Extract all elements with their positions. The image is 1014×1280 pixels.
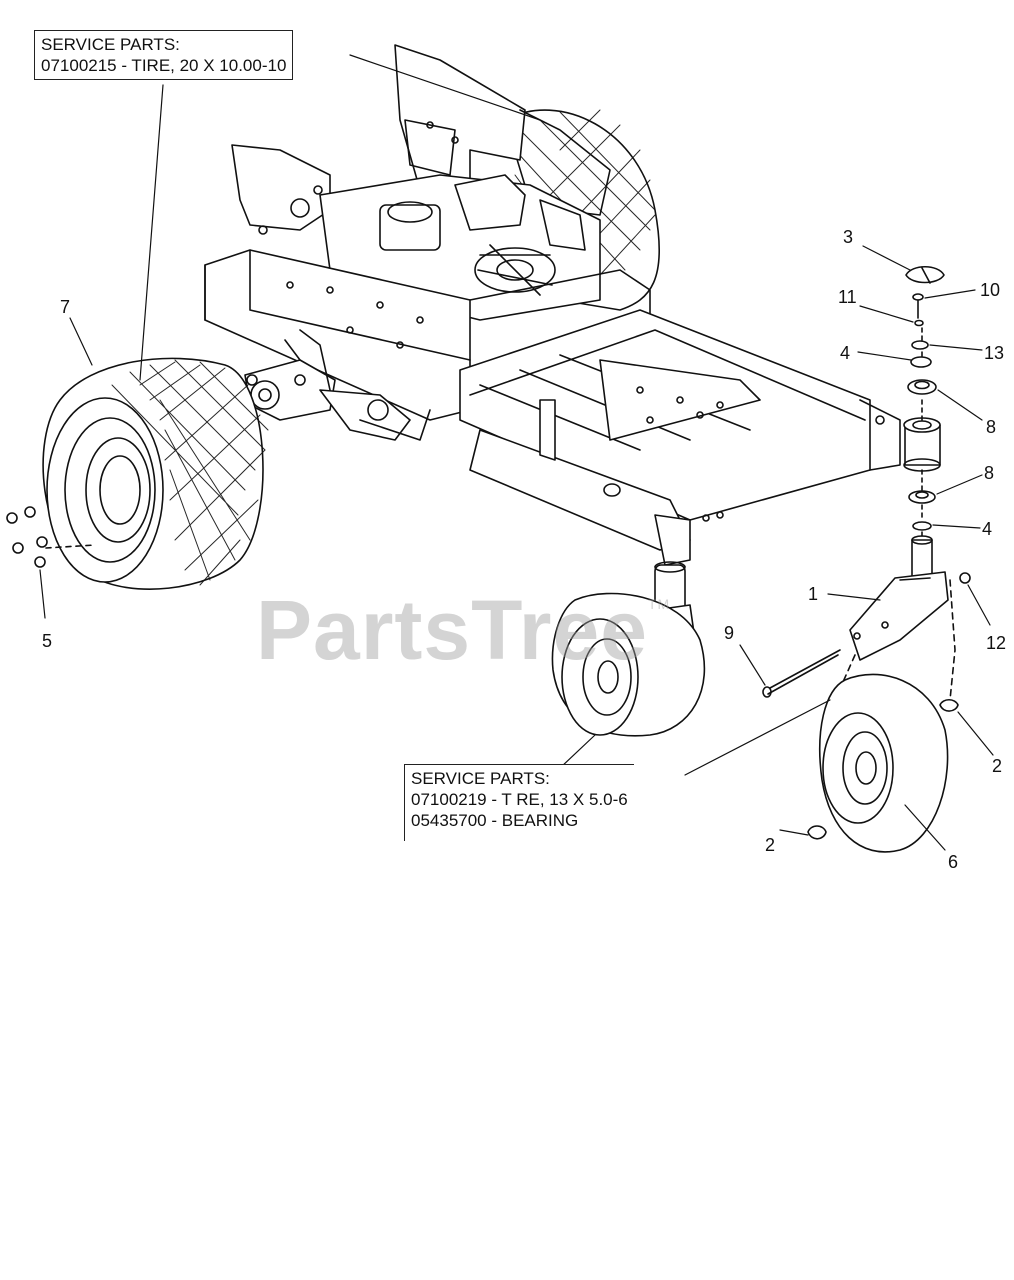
callout-5: 5 — [42, 631, 53, 651]
service-part-line: 07100219 - T RE, 13 X 5.0-6 — [411, 790, 628, 809]
callout-9: 9 — [724, 623, 735, 643]
watermark-text: PartsTree — [256, 583, 648, 677]
callout-leader-lines — [39, 54, 994, 851]
callout-8-lower: 8 — [984, 463, 995, 483]
partstree-watermark: PartsTreeTM — [256, 582, 670, 679]
front-left-caster — [551, 561, 706, 737]
service-part-line: 07100215 - TIRE, 20 X 10.00-10 — [41, 56, 287, 75]
transmission-assembly — [244, 329, 431, 441]
rear-left-tire — [42, 357, 269, 590]
callout-3: 3 — [843, 227, 854, 247]
callout-11: 11 — [838, 287, 857, 307]
callout-7: 7 — [60, 297, 71, 317]
service-part-line: 05435700 - BEARING — [411, 811, 579, 830]
rear-frame-panels — [231, 44, 611, 235]
callout-4-lower: 4 — [982, 519, 993, 539]
wheel-nuts — [6, 506, 96, 568]
callout-6: 6 — [948, 852, 959, 872]
service-parts-heading: SERVICE PARTS: — [41, 35, 180, 54]
service-parts-box-rear-tire: SERVICE PARTS: 07100215 - TIRE, 20 X 10.… — [34, 30, 294, 80]
callout-2-left: 2 — [765, 835, 776, 855]
callout-8-upper: 8 — [986, 417, 997, 437]
main-frame — [204, 249, 901, 566]
callout-13: 13 — [984, 343, 1005, 363]
service-parts-box-caster-tire: SERVICE PARTS: 07100219 - T RE, 13 X 5.0… — [404, 764, 634, 841]
callout-10: 10 — [980, 280, 1001, 300]
watermark-tm: TM — [647, 596, 671, 612]
callout-2-right: 2 — [992, 756, 1003, 776]
caster-exploded-parts — [762, 265, 971, 853]
callout-12: 12 — [986, 633, 1007, 653]
rear-right-tire — [504, 109, 661, 311]
callout-4-upper: 4 — [840, 343, 851, 363]
service-parts-heading: SERVICE PARTS: — [411, 769, 550, 788]
callout-1: 1 — [808, 584, 819, 604]
